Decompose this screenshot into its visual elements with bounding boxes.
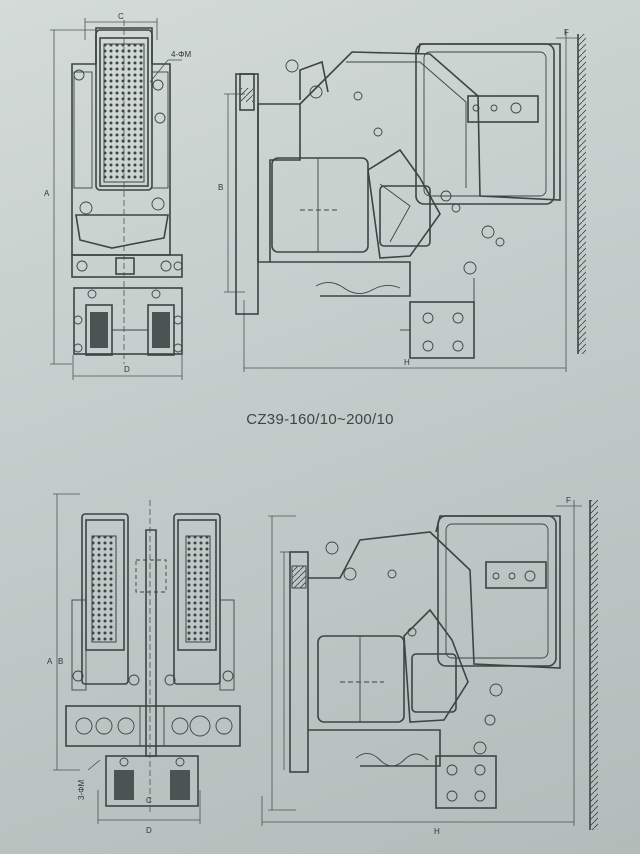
bottom-dim-holes-label: 3-ΦM (77, 780, 86, 800)
bottom-dim-d-label: D (146, 826, 152, 835)
top-front-view (50, 18, 183, 380)
model-caption: CZ39-160/10~200/10 (246, 411, 394, 428)
top-dim-d-label: D (124, 365, 130, 374)
top-dim-holes-label: 4-ΦM (171, 50, 191, 59)
bottom-side-view (261, 500, 598, 830)
bottom-dim-f-label: F (566, 496, 571, 505)
top-side-view (224, 30, 586, 372)
bottom-dim-a-label: A (47, 657, 53, 666)
top-dim-f-label: F (564, 28, 569, 37)
bottom-dim-h-label: H (434, 827, 440, 836)
top-dim-a-label: A (44, 189, 50, 198)
bottom-dim-c-label: C (146, 796, 152, 805)
top-dim-h-label: H (404, 358, 410, 367)
bottom-front-view (53, 493, 241, 824)
top-dim-b-label: B (218, 183, 223, 192)
bottom-dim-b-label: B (58, 657, 63, 666)
top-dim-c-label: C (118, 12, 124, 21)
